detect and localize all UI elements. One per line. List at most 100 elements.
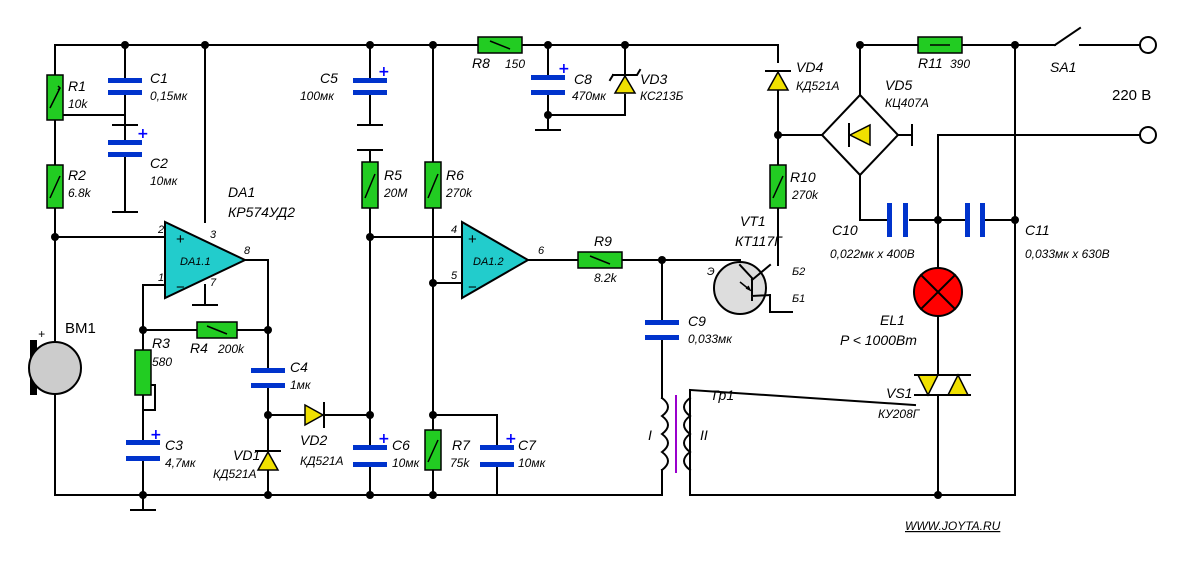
c5-value: 100мк xyxy=(300,89,335,103)
pin-da11-3: 3 xyxy=(210,229,217,241)
pin-da12-out: 6 xyxy=(538,245,545,257)
c11-ref: C11 xyxy=(1025,222,1050,238)
r11-value: 390 xyxy=(950,57,970,71)
website-link: WWW.JOYTA.RU xyxy=(905,519,1001,533)
c1-ref: C1 xyxy=(150,70,168,86)
pin-da11-plus: 2 xyxy=(157,224,164,236)
capacitors xyxy=(108,75,985,467)
c4-ref: C4 xyxy=(290,359,308,375)
capacitor-c4 xyxy=(251,368,285,388)
c3-value: 4,7мк xyxy=(165,456,197,470)
tp1-winding2-label: II xyxy=(700,427,708,443)
r1-ref: R1 xyxy=(68,78,86,94)
resistor-r10 xyxy=(769,164,787,209)
r9-value: 8.2k xyxy=(594,271,618,285)
resistor-r7 xyxy=(424,429,442,471)
c5-ref: C5 xyxy=(320,70,338,86)
da12-label: DA1.2 xyxy=(473,256,504,268)
tp1-winding1-label: I xyxy=(648,427,652,443)
c2-value: 10мк xyxy=(150,174,179,188)
lamp-el1 xyxy=(913,267,963,317)
switch-sa1 xyxy=(1053,26,1082,47)
c9-value: 0,033мк xyxy=(688,332,733,346)
microphone-bm1: + xyxy=(28,327,82,395)
vd1-value: КД521А xyxy=(213,467,257,481)
bridge-vd5 xyxy=(820,93,900,177)
capacitor-c1 xyxy=(108,78,142,95)
c8-value: 470мк xyxy=(572,89,607,103)
resistor-r1 xyxy=(46,74,64,121)
capacitor-c11 xyxy=(965,203,985,237)
sa1-ref: SA1 xyxy=(1050,59,1076,75)
vd4-value: КД521А xyxy=(796,79,840,93)
r3-ref: R3 xyxy=(152,335,170,351)
da1-ref: DA1 xyxy=(228,184,255,200)
vd2-value: КД521А xyxy=(300,454,344,468)
vd3-value: КС213Б xyxy=(640,89,684,103)
r5-value: 20M xyxy=(383,186,407,200)
c3-ref: C3 xyxy=(165,437,183,453)
diode-vd1 xyxy=(255,450,281,471)
bm1-ref: BM1 xyxy=(65,320,96,337)
vd5-ref: VD5 xyxy=(885,77,912,93)
resistors xyxy=(46,36,963,471)
r2-ref: R2 xyxy=(68,167,86,183)
r4-value: 200k xyxy=(217,342,245,356)
c7-plus: + xyxy=(505,431,517,447)
op-amp-da1-1: + − DA1.1 xyxy=(164,220,248,300)
c2-ref: C2 xyxy=(150,155,168,171)
vs1-ref: VS1 xyxy=(886,385,912,401)
da11-label: DA1.1 xyxy=(180,256,211,268)
da11-plus-sign: + xyxy=(176,231,185,248)
pin-vt1-e: Э xyxy=(707,266,715,278)
c8-plus: + xyxy=(558,61,570,77)
c4-value: 1мк xyxy=(290,378,312,392)
pin-vt1-b1: Б1 xyxy=(792,293,805,305)
resistor-r2 xyxy=(46,164,64,209)
c5-plus: + xyxy=(378,64,390,80)
c10-value: 0,022мк x 400В xyxy=(830,247,915,261)
pin-vt1-b2: Б2 xyxy=(792,266,805,278)
da12-plus-sign: + xyxy=(468,231,477,248)
c11-value: 0,033мк x 630В xyxy=(1025,247,1110,261)
r11-ref: R11 xyxy=(918,55,943,71)
da1-value: КР574УД2 xyxy=(228,204,295,220)
vd3-ref: VD3 xyxy=(640,71,667,87)
c6-plus: + xyxy=(378,431,390,447)
c3-plus: + xyxy=(150,427,162,443)
diodes xyxy=(255,68,791,471)
resistor-r9 xyxy=(577,251,623,269)
r10-ref: R10 xyxy=(790,169,816,185)
r3-value: 580 xyxy=(152,355,172,369)
supply-voltage: 220 В xyxy=(1112,87,1151,104)
c6-ref: C6 xyxy=(392,437,410,453)
labels: R1 10k R2 6.8k C1 0,15мк C2 10мк DA1 КР5… xyxy=(65,55,1151,533)
transformer-tp1: I II xyxy=(648,395,708,473)
vs1-value: КУ208Г xyxy=(878,407,921,421)
tp1-ref: Tp1 xyxy=(710,387,734,403)
el1-ref: EL1 xyxy=(880,312,905,328)
el1-value: P < 1000Вт xyxy=(840,332,917,348)
r6-ref: R6 xyxy=(446,167,464,183)
pin-da12-minus: 5 xyxy=(451,270,458,282)
c7-ref: C7 xyxy=(518,437,537,453)
resistor-r6 xyxy=(424,161,442,209)
capacitor-c3 xyxy=(126,440,160,461)
resistor-r3 xyxy=(134,349,152,396)
r8-ref: R8 xyxy=(472,55,490,71)
capacitor-c7 xyxy=(480,445,514,467)
r5-ref: R5 xyxy=(384,167,402,183)
polarity-marks: + + + + + + xyxy=(137,61,570,447)
r7-value: 75k xyxy=(450,456,470,470)
resistor-r5 xyxy=(361,161,379,209)
c1-value: 0,15мк xyxy=(150,89,189,103)
r10-value: 270k xyxy=(791,188,819,202)
da11-minus-sign: − xyxy=(176,279,185,296)
capacitor-c5 xyxy=(353,78,387,95)
vt1-value: КТ117Г xyxy=(735,233,783,249)
c6-value: 10мк xyxy=(392,456,421,470)
triac-vs1 xyxy=(914,373,971,416)
resistor-r8 xyxy=(477,36,523,54)
r1-value: 10k xyxy=(68,97,88,111)
bm1-plus: + xyxy=(38,327,45,341)
